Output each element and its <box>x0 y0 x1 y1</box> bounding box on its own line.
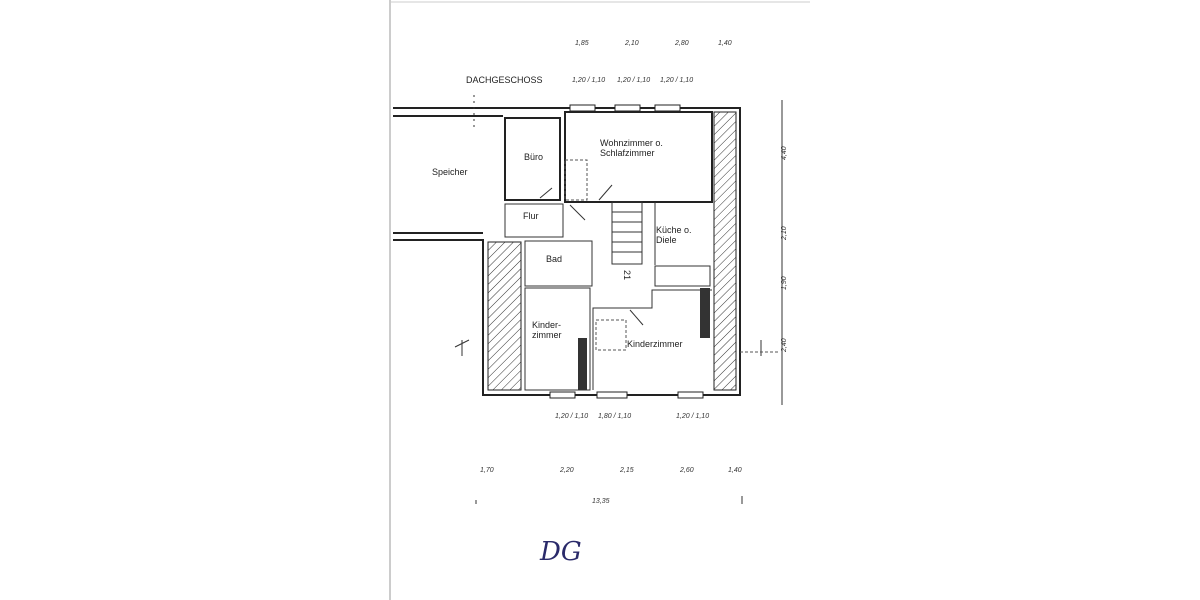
svg-text:2,10: 2,10 <box>781 226 788 241</box>
svg-text:2,80: 2,80 <box>674 40 689 47</box>
right-dimension-chain: 4,40 2,10 1,90 2,40 <box>781 100 788 405</box>
bottom-dimension-chain: 1,20 / 1,10 1,80 / 1,10 1,20 / 1,10 1,70… <box>475 413 743 505</box>
room-flur: Flur <box>523 211 539 221</box>
room-kinderzimmer-right: Kinderzimmer <box>627 339 683 349</box>
roof-slope-right <box>713 111 737 391</box>
svg-text:1,40: 1,40 <box>718 40 732 47</box>
svg-text:2,40: 2,40 <box>781 338 788 353</box>
svg-text:1,80 / 1,10: 1,80 / 1,10 <box>598 413 631 420</box>
svg-text:1,20 / 1,10: 1,20 / 1,10 <box>676 413 709 420</box>
svg-text:4,40: 4,40 <box>781 146 788 160</box>
svg-text:1,70: 1,70 <box>480 467 494 474</box>
chimney-right <box>700 288 710 338</box>
windows <box>549 104 704 399</box>
chimney-left <box>578 338 587 390</box>
svg-text:2,10: 2,10 <box>624 40 639 47</box>
stairs-count: 21 <box>622 270 632 280</box>
plan-title: DACHGESCHOSS <box>466 75 543 85</box>
svg-text:2,15: 2,15 <box>619 467 634 474</box>
svg-text:1,90: 1,90 <box>781 276 788 290</box>
room-kinderzimmer-left-line2: zimmer <box>532 330 562 340</box>
room-wohnzimmer-line1: Wohnzimmer o. <box>600 138 663 148</box>
svg-text:1,40: 1,40 <box>728 467 742 474</box>
roof-slope-left <box>487 241 522 391</box>
svg-text:1,20 / 1,10: 1,20 / 1,10 <box>572 77 605 84</box>
building-outline <box>393 95 741 396</box>
interior-walls <box>504 111 713 391</box>
section-marker-left <box>454 339 470 356</box>
svg-text:2,60: 2,60 <box>679 467 694 474</box>
section-marker-right <box>740 340 780 356</box>
room-kinderzimmer-left-line1: Kinder- <box>532 320 561 330</box>
svg-text:1,20 / 1,10: 1,20 / 1,10 <box>555 413 588 420</box>
svg-text:1,20 / 1,10: 1,20 / 1,10 <box>617 77 650 84</box>
room-bad: Bad <box>546 254 562 264</box>
room-speicher: Speicher <box>432 167 468 177</box>
svg-text:1,85: 1,85 <box>575 40 589 47</box>
room-kueche-line2: Diele <box>656 235 677 245</box>
room-wohnzimmer-line2: Schlafzimmer <box>600 148 655 158</box>
room-buero: Büro <box>524 152 543 162</box>
room-kueche-line1: Küche o. <box>656 225 692 235</box>
svg-text:2,20: 2,20 <box>559 467 574 474</box>
handwritten-note: DG <box>539 537 582 567</box>
total-length: 13,35 <box>592 498 610 505</box>
svg-text:1,20 / 1,10: 1,20 / 1,10 <box>660 77 693 84</box>
top-dimension-chain: 1,85 2,10 2,80 1,40 1,20 / 1,10 1,20 / 1… <box>572 40 732 84</box>
